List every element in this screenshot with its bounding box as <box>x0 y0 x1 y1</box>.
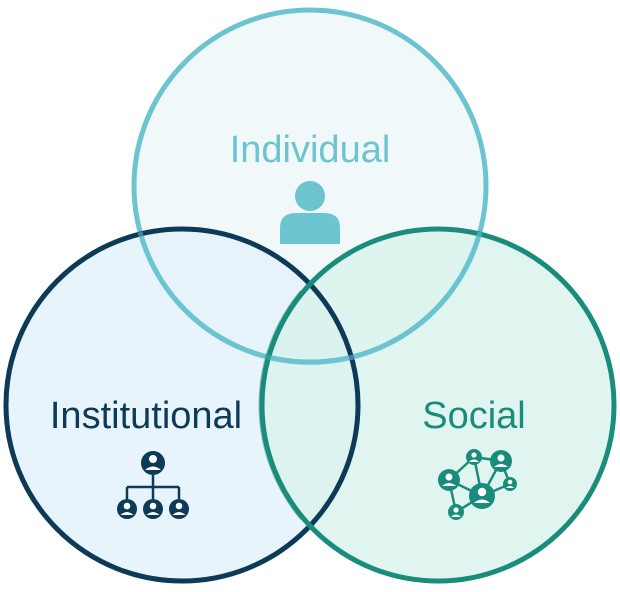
org-chart-icon <box>117 451 189 519</box>
institutional-label: Institutional <box>50 395 242 437</box>
social-label: Social <box>422 395 526 437</box>
person-icon <box>280 181 340 244</box>
org-chart-top-person <box>141 451 165 475</box>
individual-label: Individual <box>230 129 391 171</box>
network-node <box>466 449 482 465</box>
social-circle-overlay-arc <box>258 290 304 520</box>
social-circle <box>262 229 614 581</box>
network-node <box>503 477 517 491</box>
network-node <box>448 504 464 520</box>
individual-circle-overlay-arc <box>137 231 483 365</box>
org-chart-bottom-person <box>143 499 163 519</box>
org-chart-bottom-person <box>117 499 137 519</box>
institutional-circle <box>6 229 358 581</box>
network-node <box>490 450 512 472</box>
institutional-circle-outline <box>3 226 361 584</box>
network-node <box>469 483 495 509</box>
network-icon <box>438 449 517 520</box>
network-node <box>438 469 460 491</box>
org-chart-bottom-person <box>169 499 189 519</box>
